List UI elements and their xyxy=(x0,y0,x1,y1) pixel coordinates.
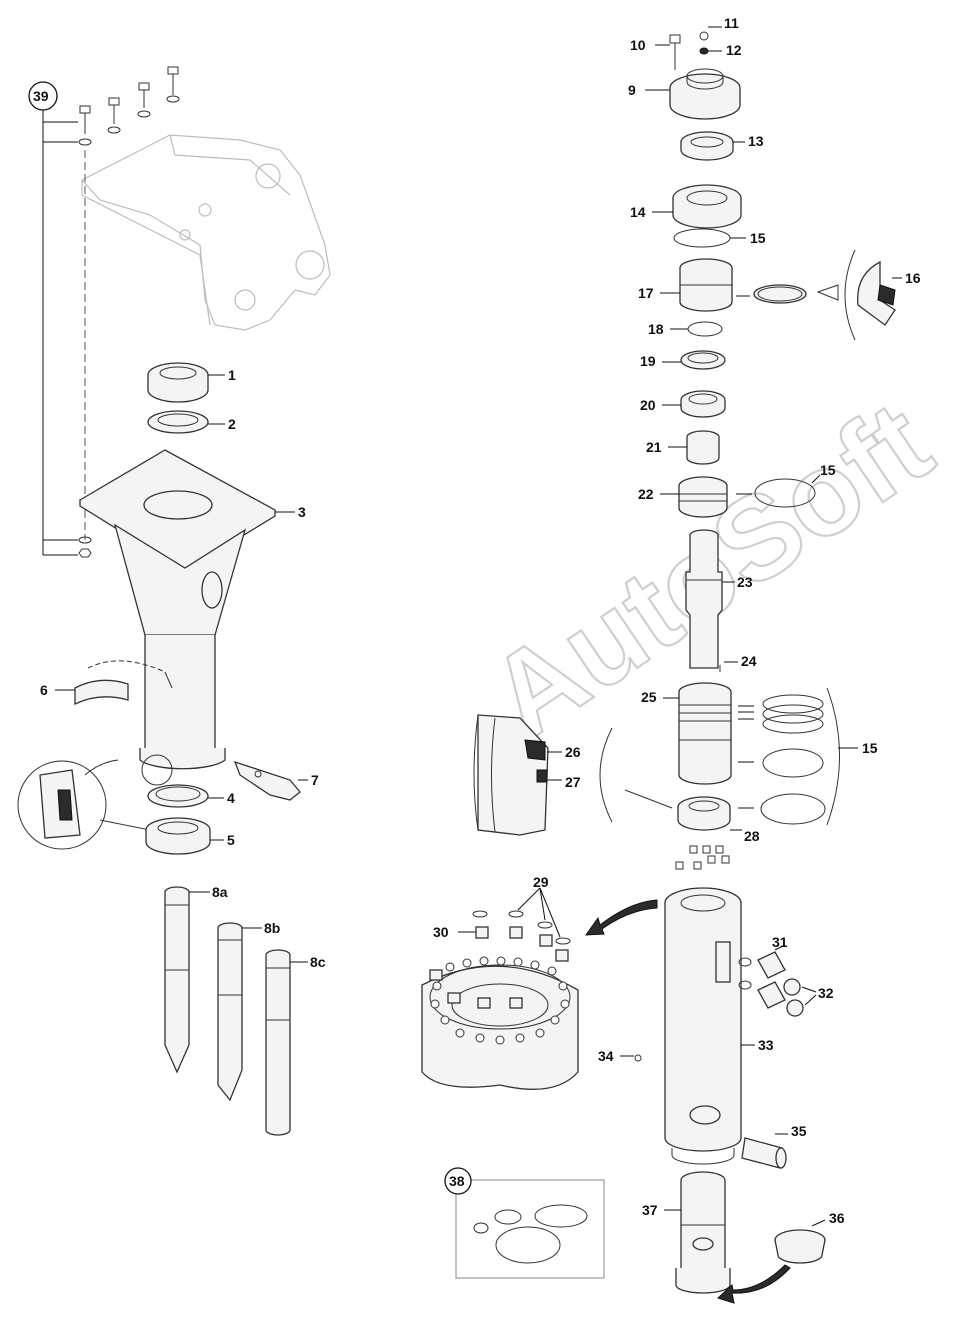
svg-text:26: 26 xyxy=(565,744,581,760)
svg-text:31: 31 xyxy=(772,934,788,950)
part-2-washer: 2 xyxy=(147,410,236,434)
svg-text:29: 29 xyxy=(533,874,549,890)
svg-text:23: 23 xyxy=(737,574,753,590)
svg-text:24: 24 xyxy=(741,653,757,669)
part-7-wrench: 7 xyxy=(233,760,319,801)
part-25-cylinder: 25 xyxy=(641,682,754,809)
part-15-o-ring-set: 15 xyxy=(760,687,878,826)
part-9-top-cap: 9 xyxy=(628,68,741,120)
part-26-27-seal-detail: 26 27 xyxy=(473,714,673,836)
svg-text:35: 35 xyxy=(791,1123,807,1139)
part-24-pin: 24 xyxy=(719,653,757,672)
part-31-plugs: 31 xyxy=(738,934,788,1009)
svg-text:8b: 8b xyxy=(264,920,280,936)
part-12-washer: 12 xyxy=(699,42,742,58)
part-10-bolt: 10 xyxy=(630,34,681,70)
part-18-o-ring: 18 xyxy=(648,321,723,337)
part-6-bushing-half: 6 xyxy=(40,660,173,706)
part-33-main-cylinder: 33 xyxy=(664,887,774,1165)
bracket-bolts xyxy=(78,66,180,540)
part-34-plug: 34 xyxy=(598,1048,642,1064)
part-23-piston: 23 xyxy=(685,529,753,669)
part-37-front-head: 37 xyxy=(642,1171,731,1294)
svg-text:15: 15 xyxy=(862,740,878,756)
part-5-seal: 5 xyxy=(145,817,235,855)
part-22-seal-pack: 22 xyxy=(638,476,752,518)
part-3-housing: 3 xyxy=(78,449,306,786)
part-36-cap: 36 xyxy=(717,1210,845,1304)
svg-text:20: 20 xyxy=(640,397,656,413)
svg-text:28: 28 xyxy=(744,828,760,844)
part-14-flange: 14 xyxy=(630,184,742,229)
part-8c-chisel: 8c xyxy=(265,949,326,1136)
svg-text:6: 6 xyxy=(40,682,48,698)
svg-text:22: 22 xyxy=(638,486,654,502)
part-11-nut: 11 xyxy=(699,15,739,41)
svg-text:15: 15 xyxy=(820,462,836,478)
part-15-o-ring-top: 15 xyxy=(673,228,766,248)
svg-text:15: 15 xyxy=(750,230,766,246)
mounting-bracket xyxy=(81,134,331,331)
svg-text:14: 14 xyxy=(630,204,646,220)
svg-text:4: 4 xyxy=(227,790,235,806)
part-8a-chisel: 8a xyxy=(164,884,228,1074)
part-8b-chisel: 8b xyxy=(217,920,280,1102)
svg-text:18: 18 xyxy=(648,321,664,337)
svg-text:32: 32 xyxy=(818,985,834,1001)
part-20-seal: 20 xyxy=(640,390,726,418)
part-4-ring: 4 xyxy=(147,784,235,808)
part-1-seal-ring: 1 xyxy=(147,362,236,403)
svg-text:3: 3 xyxy=(298,504,306,520)
svg-text:5: 5 xyxy=(227,832,235,848)
svg-text:9: 9 xyxy=(628,82,636,98)
svg-text:8a: 8a xyxy=(212,884,228,900)
svg-text:13: 13 xyxy=(748,133,764,149)
part-13-seal: 13 xyxy=(680,131,764,161)
svg-text:36: 36 xyxy=(829,1210,845,1226)
svg-text:25: 25 xyxy=(641,689,657,705)
svg-text:37: 37 xyxy=(642,1202,658,1218)
svg-text:12: 12 xyxy=(726,42,742,58)
part-16-seal-detail: 16 xyxy=(816,249,921,341)
part-29-30-head-detail: 29 30 xyxy=(421,874,658,1090)
svg-text:27: 27 xyxy=(565,774,581,790)
svg-text:34: 34 xyxy=(598,1048,614,1064)
part-15-o-ring-mid: 15 xyxy=(754,462,836,508)
part-19-ring: 19 xyxy=(640,350,726,370)
callout-39: 39 xyxy=(28,81,92,558)
svg-text:10: 10 xyxy=(630,37,646,53)
part-38-seal-kit: 38 xyxy=(444,1167,605,1279)
detail-view-left xyxy=(17,759,151,850)
svg-text:19: 19 xyxy=(640,353,656,369)
svg-text:39: 39 xyxy=(33,88,49,104)
cylinder-nuts xyxy=(675,845,730,870)
svg-text:30: 30 xyxy=(433,924,449,940)
svg-text:2: 2 xyxy=(228,416,236,432)
part-32-screws: 32 xyxy=(783,978,834,1017)
svg-text:17: 17 xyxy=(638,285,654,301)
svg-text:1: 1 xyxy=(228,367,236,383)
part-35-pin: 35 xyxy=(741,1123,807,1169)
svg-text:11: 11 xyxy=(724,15,739,31)
svg-text:38: 38 xyxy=(449,1173,465,1189)
svg-text:33: 33 xyxy=(758,1037,774,1053)
svg-text:16: 16 xyxy=(905,270,921,286)
part-21-bushing: 21 xyxy=(646,430,720,465)
svg-text:8c: 8c xyxy=(310,954,326,970)
part-28-seal: 28 xyxy=(677,796,760,844)
svg-text:21: 21 xyxy=(646,439,662,455)
svg-text:7: 7 xyxy=(311,772,319,788)
part-17-valve: 17 xyxy=(638,258,807,312)
